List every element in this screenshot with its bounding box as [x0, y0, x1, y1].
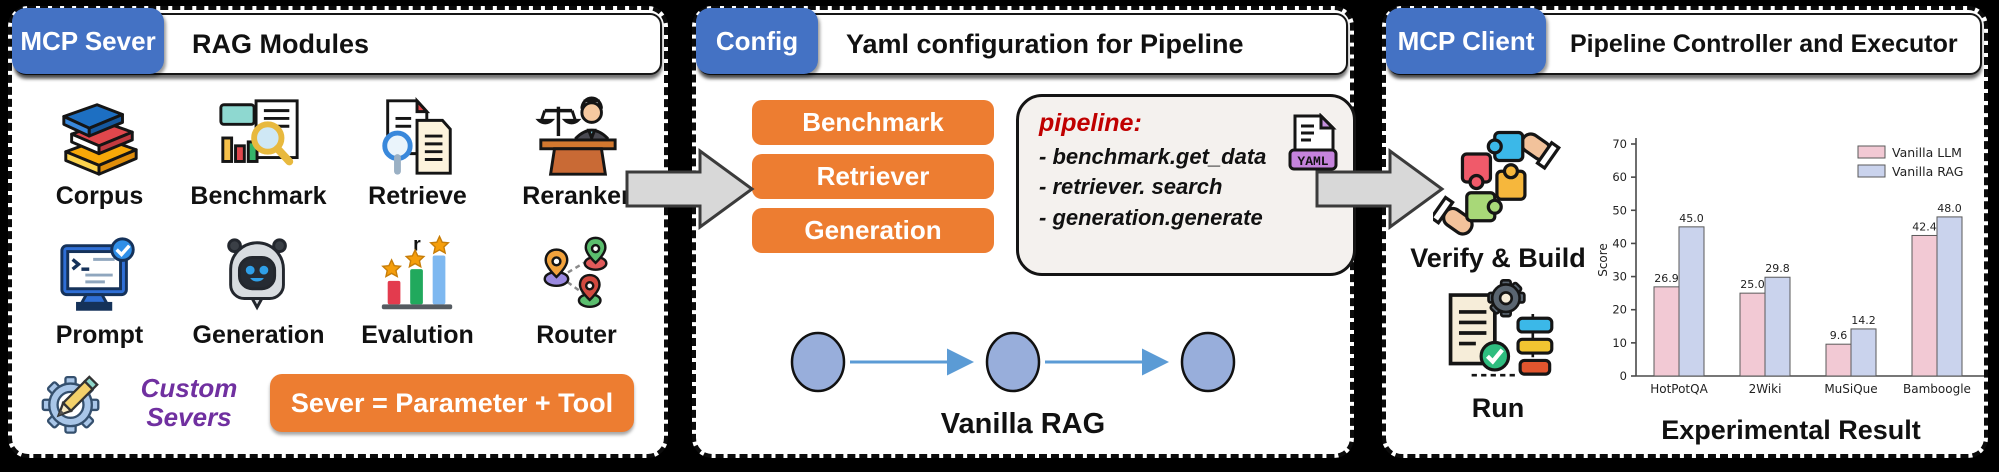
module-label: Prompt: [55, 321, 144, 349]
vanilla-rag-flow: [790, 331, 1236, 393]
client-title: Pipeline Controller and Executor: [1570, 29, 1958, 58]
svg-text:48.0: 48.0: [1937, 202, 1962, 215]
svg-text:Bamboogle: Bamboogle: [1903, 382, 1971, 396]
module-prompt: Prompt: [20, 235, 179, 350]
svg-text:0: 0: [1620, 369, 1627, 383]
pipeline-yaml-card: pipeline: - benchmark.get_data - retriev…: [1016, 94, 1356, 276]
run-label: Run: [1471, 393, 1525, 423]
map-pins-icon: [543, 236, 608, 309]
svg-text:60: 60: [1612, 170, 1627, 184]
config-badge: Config: [696, 8, 818, 74]
svg-text:45.0: 45.0: [1679, 212, 1704, 225]
flow-node-3: [1180, 331, 1236, 393]
server-to-config-arrow-icon: [625, 148, 755, 230]
custom-servers-row: Custom Severs Sever = Parameter + Tool: [34, 364, 634, 442]
verify-build-label: Verify & Build: [1410, 243, 1586, 273]
flow-node-2: [985, 331, 1041, 393]
config-to-client-arrow-icon: [1315, 148, 1445, 230]
module-benchmark: Benchmark: [179, 96, 338, 211]
run-flow-icon: [1448, 278, 1554, 377]
mcp-server-panel: RAG Modules MCP Sever: [8, 6, 668, 458]
svg-text:30: 30: [1612, 270, 1627, 284]
module-label: Generation: [192, 321, 325, 349]
module-label: Retrieve: [368, 182, 467, 210]
svg-text:29.8: 29.8: [1765, 262, 1790, 275]
config-module-buttons: Benchmark Retriever Generation: [752, 100, 994, 253]
books-stack-icon: [61, 103, 138, 176]
module-corpus: Corpus: [20, 96, 179, 211]
bar-chart-stars-icon: r: [380, 235, 452, 310]
pipeline-yaml-line: - benchmark.get_data: [1039, 144, 1267, 169]
flow-node-1: [790, 331, 846, 393]
chart-magnifier-icon: [218, 99, 299, 166]
module-label: Benchmark: [190, 182, 327, 210]
svg-text:40: 40: [1612, 236, 1627, 250]
svg-text:25.0: 25.0: [1740, 278, 1765, 291]
pipeline-yaml-line: - generation.generate: [1039, 204, 1263, 230]
custom-servers-label: Custom Severs: [140, 372, 238, 432]
config-title: Yaml configuration for Pipeline: [846, 28, 1244, 59]
module-retrieve: Retrieve: [338, 96, 497, 211]
server-title: RAG Modules: [192, 28, 370, 59]
svg-text:42.4: 42.4: [1912, 220, 1937, 233]
svg-text:10: 10: [1612, 336, 1627, 350]
svg-text:MuSiQue: MuSiQue: [1824, 382, 1877, 396]
mcp-client-panel: Pipeline Controller and Executor MCP Cli…: [1382, 6, 1988, 458]
svg-text:Score: Score: [1596, 243, 1610, 277]
yaml-badge-text: YAML: [1297, 154, 1328, 169]
config-header: Yaml configuration for Pipeline Config: [696, 8, 1350, 80]
judge-scales-icon: [534, 96, 617, 176]
svg-text:Vanilla RAG: Vanilla RAG: [1892, 164, 1963, 179]
client-actions-column: Verify & Build: [1394, 126, 1602, 424]
server-header: RAG Modules MCP Sever: [12, 8, 664, 80]
server-formula-button: Sever = Parameter + Tool: [270, 374, 634, 432]
yaml-file-icon: YAML: [1288, 113, 1338, 171]
module-label: Evalution: [361, 321, 474, 349]
gear-pencil-icon: [41, 375, 100, 434]
module-label: Corpus: [55, 182, 144, 210]
robot-icon: [226, 238, 287, 311]
svg-text:20: 20: [1612, 303, 1627, 317]
module-label: Reranker: [522, 182, 631, 210]
module-label: Router: [536, 321, 617, 349]
rag-modules-grid: Corpus Benchmark: [20, 96, 656, 350]
server-badge: MCP Sever: [12, 8, 164, 74]
vanilla-rag-label: Vanilla RAG: [940, 408, 1106, 440]
module-evalution: r Evalution: [338, 235, 497, 350]
puzzle-hands-icon: [1429, 130, 1562, 236]
pipeline-yaml-line: - retriever. search: [1039, 174, 1223, 200]
svg-text:Vanilla LLM: Vanilla LLM: [1892, 145, 1962, 160]
benchmark-button: Benchmark: [752, 100, 994, 145]
svg-text:9.6: 9.6: [1830, 329, 1848, 342]
chart-caption: Experimental Result: [1661, 415, 1921, 445]
svg-text:HotPotQA: HotPotQA: [1650, 382, 1708, 396]
retriever-button: Retriever: [752, 154, 994, 199]
module-router: Router: [497, 235, 656, 350]
client-header: Pipeline Controller and Executor MCP Cli…: [1386, 8, 1984, 80]
module-reranker: Reranker: [497, 96, 656, 211]
document-search-icon: [381, 97, 452, 175]
terminal-monitor-icon: [59, 237, 135, 311]
svg-text:14.2: 14.2: [1851, 314, 1876, 327]
config-panel: Yaml configuration for Pipeline Config B…: [692, 6, 1356, 458]
svg-text:2Wiki: 2Wiki: [1749, 382, 1782, 396]
client-badge: MCP Client: [1386, 8, 1546, 74]
pipeline-yaml-header: pipeline:: [1039, 109, 1142, 137]
module-generation: Generation: [179, 235, 338, 350]
svg-text:26.9: 26.9: [1654, 272, 1679, 285]
svg-text:50: 50: [1612, 203, 1627, 217]
evalution-overlay-text: r: [413, 235, 421, 256]
generation-button: Generation: [752, 208, 994, 253]
svg-text:70: 70: [1612, 137, 1627, 151]
